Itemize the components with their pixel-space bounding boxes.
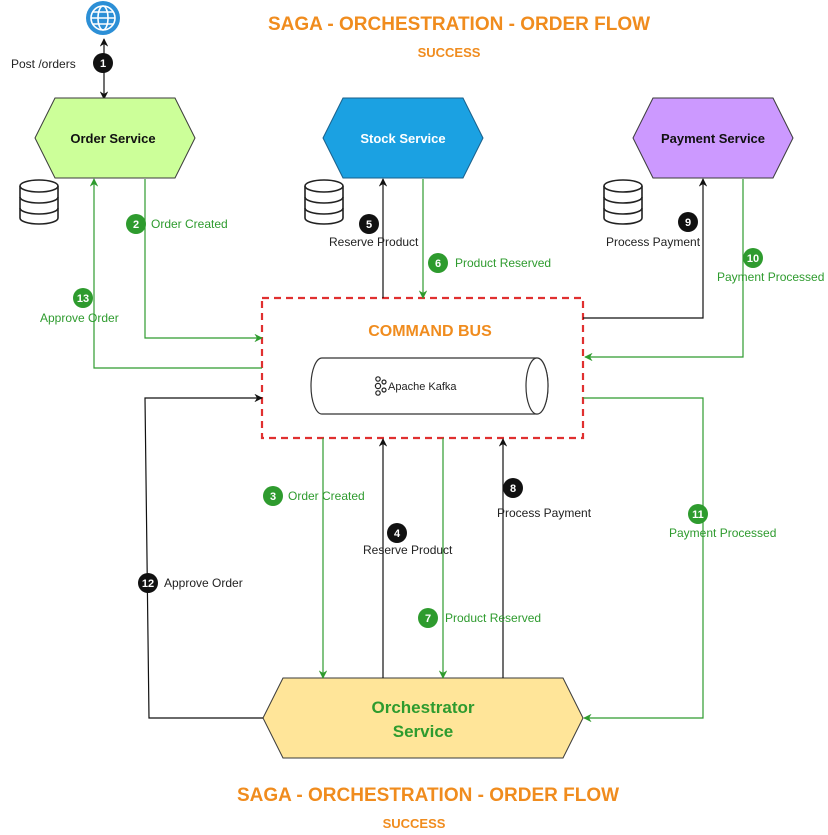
step-label-11: Payment Processed: [669, 526, 776, 540]
step-label-13: Approve Order: [40, 311, 119, 325]
flow-arrow-10: [584, 179, 744, 362]
kafka-logo-icon: [374, 376, 387, 396]
order-service-label: Order Service: [70, 131, 155, 146]
step-label-8: Process Payment: [497, 506, 592, 520]
step-badge-7: 7: [418, 608, 438, 628]
subtitle-bottom: SUCCESS: [383, 816, 446, 831]
kafka-label: Apache Kafka: [388, 381, 457, 393]
step-label-10: Payment Processed: [717, 270, 824, 284]
step-badge-5: 5: [359, 214, 379, 234]
step-badge-9: 9: [678, 212, 698, 232]
request-label: Post /orders: [11, 57, 76, 71]
svg-text:4: 4: [394, 528, 401, 540]
command-bus-title: COMMAND BUS: [368, 323, 492, 340]
svg-text:12: 12: [142, 578, 154, 590]
step-badge-13: 13: [73, 288, 93, 308]
step-label-6: Product Reserved: [455, 256, 551, 270]
step-label-5: Reserve Product: [329, 235, 419, 249]
flow-arrow-2: [144, 179, 263, 343]
kafka-topic: [310, 357, 549, 415]
order-db-icon: [19, 179, 59, 225]
stock-service-label: Stock Service: [360, 131, 445, 146]
svg-text:8: 8: [510, 483, 516, 495]
svg-text:5: 5: [366, 219, 372, 231]
globe-icon: [86, 1, 120, 35]
orchestrator-label-line2: Service: [393, 722, 454, 741]
step-label-4: Reserve Product: [363, 543, 453, 557]
svg-text:13: 13: [77, 293, 89, 305]
stock-service-node[interactable]: Stock Service: [322, 97, 484, 179]
orchestrator-service-node[interactable]: Orchestrator Service: [262, 677, 584, 759]
svg-text:11: 11: [692, 509, 704, 521]
flow-arrow-12: [144, 393, 263, 719]
svg-text:10: 10: [747, 253, 759, 265]
svg-text:9: 9: [685, 217, 691, 229]
orchestrator-label-line1: Orchestrator: [372, 698, 475, 717]
step-label-2: Order Created: [151, 217, 228, 231]
step-badge-3: 3: [263, 486, 283, 506]
subtitle-top: SUCCESS: [418, 45, 481, 60]
svg-text:3: 3: [270, 491, 276, 503]
flow-arrow-9: [583, 178, 708, 319]
step-badge-4: 4: [387, 523, 407, 543]
svg-text:6: 6: [435, 258, 441, 270]
step-badge-11: 11: [688, 504, 708, 524]
payment-service-node[interactable]: Payment Service: [632, 97, 794, 179]
payment-db-icon: [603, 179, 643, 225]
title-bottom: SAGA - ORCHESTRATION - ORDER FLOW: [237, 785, 619, 806]
step-badge-10: 10: [743, 248, 763, 268]
step-badge-6: 6: [428, 253, 448, 273]
payment-service-label: Payment Service: [661, 131, 765, 146]
step-label-9: Process Payment: [606, 235, 701, 249]
step-label-7: Product Reserved: [445, 611, 541, 625]
step-label-3: Order Created: [288, 489, 365, 503]
step-badge-1: 1: [93, 53, 113, 73]
svg-text:7: 7: [425, 613, 431, 625]
flow-arrow-13: [89, 178, 262, 369]
step-label-12: Approve Order: [164, 576, 243, 590]
svg-text:2: 2: [133, 219, 139, 231]
stock-db-icon: [304, 179, 344, 225]
order-service-node[interactable]: Order Service: [34, 97, 196, 179]
title-top: SAGA - ORCHESTRATION - ORDER FLOW: [268, 14, 650, 35]
flow-arrow-11: [583, 397, 704, 723]
step-badge-2: 2: [126, 214, 146, 234]
step-badge-12: 12: [138, 573, 158, 593]
step-badge-8: 8: [503, 478, 523, 498]
svg-text:1: 1: [100, 58, 106, 70]
